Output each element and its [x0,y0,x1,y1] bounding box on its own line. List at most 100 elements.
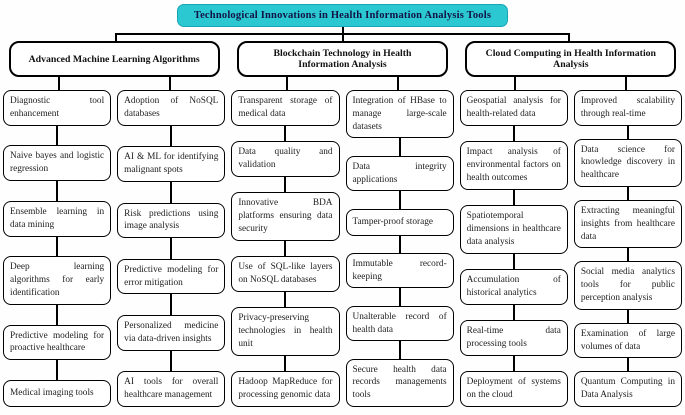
node-label: AI tools for overall healthcare manageme… [124,377,219,401]
diagram-node: Secure health data records managements t… [345,358,454,408]
node-label: Naive bayes and logistic regression [10,151,105,175]
connector-line [117,238,225,259]
diagram-node: Spatiotemporal dimensions in healthcare … [459,205,568,254]
node-label: Adoption of NoSQL databases [124,96,219,119]
node-label: Geospatial analysis for health-related d… [466,96,561,119]
diagram-node: Immutable record-keeping [345,252,454,289]
node-column: Transparent storage of medical data Data… [231,90,340,408]
diagram-node: Unalterable record of health data [345,305,454,342]
connector-line [346,138,454,156]
connector-line [3,236,111,257]
connector-line [341,27,344,34]
diagram-node: Accumulation of historical analytics [459,269,568,305]
node-label: Predictive modeling for proactive health… [10,330,105,354]
diagram-node: Data integrity applications [345,155,454,192]
connector-line [460,253,568,270]
diagram-node: Deep learning algorithms for early ident… [3,256,112,305]
diagram-node: Medical imaging tools [3,380,112,408]
diagram-node: Naive bayes and logistic regression [3,145,112,182]
branch-connector-lines [3,77,225,90]
node-label: Secure health data records managements t… [352,364,447,401]
node-label: Improved scalability through real-time [580,96,675,119]
node-label: Spatiotemporal dimensions in healthcare … [466,211,561,247]
node-label: Social media analytics tools for public … [580,267,675,304]
branch-header: Advanced Machine Learning Algorithms [8,41,220,77]
connector-line [117,181,225,203]
branch-columns: Transparent storage of medical data Data… [231,90,454,408]
diagram-node: Quantum Computing in Data Analysis [573,371,682,408]
diagram-node: Social media analytics tools for public … [573,261,682,310]
branch-section-cloud-computing: Cloud Computing in Health Information An… [459,41,682,408]
connector-line [3,360,111,381]
connector-line [574,187,682,200]
connector-line [231,355,339,372]
connector-line [346,341,454,359]
diagram-node: AI & ML for identifying malignant spots [117,146,226,182]
diagram-node: Extracting meaningful insights from heal… [573,199,682,249]
diagram-node: Improved scalability through real-time [573,90,682,126]
node-label: Deployment of systems on the cloud [466,377,561,401]
connector-line [397,77,400,90]
title-row: Technological Innovations in Health Info… [3,4,682,27]
connector-line [117,350,225,372]
node-label: Innovative BDA platforms ensuring data s… [238,198,333,234]
node-label: Unalterable record of health data [352,311,447,335]
diagram-node: Data quality and validation [231,141,340,177]
node-label: Tamper-proof storage [352,216,433,227]
node-label: Quantum Computing in Data Analysis [580,377,675,401]
connector-line [625,77,628,90]
connector-line [231,125,339,142]
branch-header: Blockchain Technology in Health Informat… [236,41,449,77]
connector-line [117,294,225,316]
diagram-node: Privacy-preserving technologies in healt… [231,307,340,356]
diagram-node: Hadoop MapReduce for processing genomic … [231,371,340,408]
connector-line [460,189,568,206]
node-label: Predictive modeling for error mitigation [124,264,219,288]
diagram-node: Risk predictions using image analysis [117,202,226,239]
connector-line [346,191,454,209]
node-column: Integration of HBase to manage large-sca… [345,90,454,408]
diagram-node: Geospatial analysis for health-related d… [459,90,568,126]
branch-header: Cloud Computing in Health Information An… [465,41,677,77]
connector-line [567,33,570,41]
connector-line [460,355,568,372]
connector-line [346,288,454,306]
diagram-node: Integration of HBase to manage large-sca… [345,90,454,139]
node-label: Ensemble learning in data mining [10,206,105,230]
connector-line [514,77,517,90]
connector-line [3,125,111,146]
connector-line [574,358,682,372]
node-label: Risk predictions using image analysis [124,208,219,232]
diagram-node: Innovative BDA platforms ensuring data s… [231,192,340,241]
connector-line [285,77,288,90]
node-label: Medical imaging tools [10,388,94,399]
diagram-node: Examination of large volumes of data [573,322,682,359]
node-label: Integration of HBase to manage large-sca… [352,96,447,132]
node-label: Impact analysis of environmental factors… [466,147,561,183]
diagram-title: Technological Innovations in Health Info… [176,4,509,27]
diagram-node: Impact analysis of environmental factors… [459,141,568,190]
connector-line [168,77,171,90]
node-label: Immutable record-keeping [352,258,447,282]
branch-section-blockchain: Blockchain Technology in Health Informat… [231,41,454,408]
node-column: Adoption of NoSQL databases AI & ML for … [117,90,226,407]
diagram-node: Real-time data processing tools [459,320,568,356]
diagram-node: Adoption of NoSQL databases [117,90,226,126]
connector-line [574,248,682,262]
connector-line [346,235,454,253]
node-label: Data quality and validation [238,147,333,170]
node-label: Real-time data processing tools [466,326,561,350]
connector-line [3,181,111,201]
node-label: Personalized medicine via data-driven in… [124,321,219,344]
branch-connector-lines [231,77,453,90]
title-connector-lines [3,27,682,41]
diagram-node: Predictive modeling for proactive health… [3,324,112,361]
diagram-node: Ensemble learning in data mining [3,200,112,237]
node-label: Accumulation of historical analytics [466,275,561,298]
node-label: Privacy-preserving technologies in healt… [238,313,333,350]
branch-connector-lines [460,77,682,90]
connector-line [460,125,568,142]
diagram-node: AI tools for overall healthcare manageme… [117,371,226,407]
node-label: Data science for knowledge discovery in … [580,144,675,181]
